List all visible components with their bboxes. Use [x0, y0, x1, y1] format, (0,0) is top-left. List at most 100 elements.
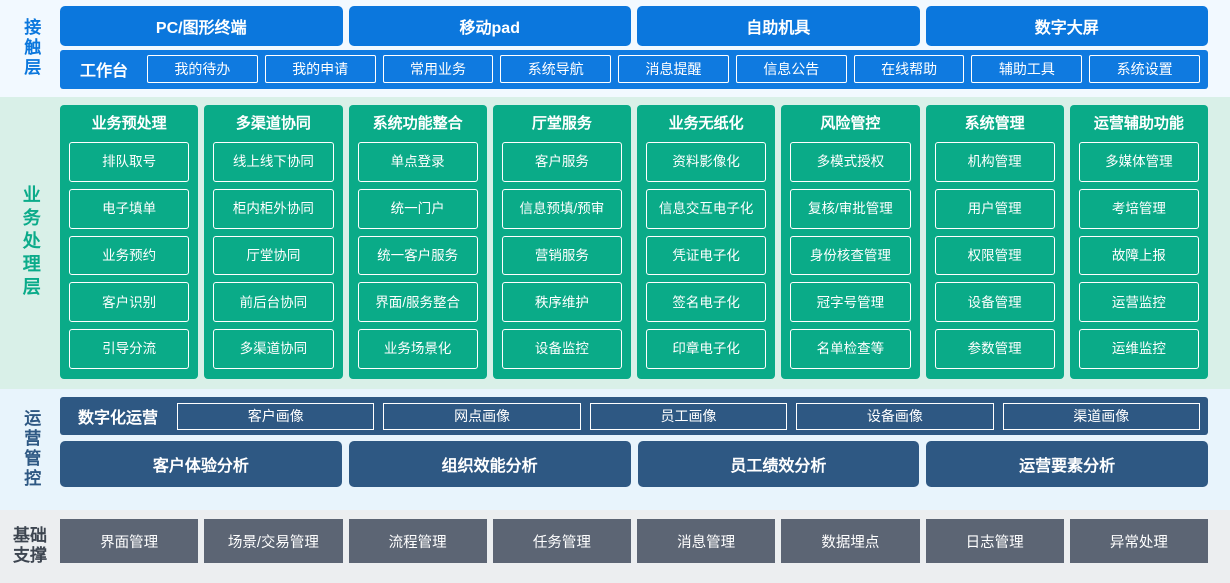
business-item[interactable]: 营销服务 — [501, 235, 622, 276]
business-item[interactable]: 业务预约 — [69, 235, 190, 276]
channel-chip-pc[interactable]: PC/图形终端 — [60, 6, 343, 46]
business-item[interactable]: 多渠道协同 — [213, 329, 334, 369]
base-support-row: 界面管理 场景/交易管理 流程管理 任务管理 消息管理 数据埋点 日志管理 异常… — [60, 519, 1208, 563]
base-support-label-line1: 基础 — [13, 526, 47, 546]
business-column-title: 系统功能整合 — [372, 115, 463, 132]
contact-layer-label: 接触层 — [0, 6, 60, 89]
business-item[interactable]: 界面/服务整合 — [357, 282, 478, 323]
base-chip-ui-management[interactable]: 界面管理 — [60, 519, 199, 563]
base-chip-message-management[interactable]: 消息管理 — [637, 519, 776, 563]
workbench-item-info-announcement[interactable]: 信息公告 — [735, 55, 847, 84]
base-chip-data-tracking[interactable]: 数据埋点 — [781, 519, 920, 563]
workbench-item-system-settings[interactable]: 系统设置 — [1089, 55, 1201, 84]
business-item[interactable]: 信息预填/预审 — [501, 188, 622, 229]
base-support-layer-body: 界面管理 场景/交易管理 流程管理 任务管理 消息管理 数据埋点 日志管理 异常… — [60, 519, 1230, 573]
business-column-lobby-service: 厅堂服务 客户服务 信息预填/预审 营销服务 秩序维护 设备监控 — [492, 105, 631, 379]
business-item[interactable]: 运维监控 — [1078, 329, 1199, 369]
analysis-chip-customer-experience[interactable]: 客户体验分析 — [60, 441, 342, 487]
business-item[interactable]: 柜内柜外协同 — [213, 188, 334, 229]
business-item[interactable]: 排队取号 — [69, 142, 190, 182]
workbench-item-message-reminder[interactable]: 消息提醒 — [618, 55, 729, 84]
base-chip-scene-transaction-management[interactable]: 场景/交易管理 — [204, 519, 343, 563]
channel-chip-mobile-pad[interactable]: 移动pad — [348, 6, 631, 46]
business-item[interactable]: 统一门户 — [357, 188, 478, 229]
base-chip-log-management[interactable]: 日志管理 — [925, 519, 1064, 563]
business-item[interactable]: 多模式授权 — [790, 142, 911, 182]
workbench-item-online-help[interactable]: 在线帮助 — [853, 55, 965, 84]
business-item[interactable]: 设备管理 — [934, 282, 1055, 323]
workbench-item-system-navigation[interactable]: 系统导航 — [500, 55, 612, 84]
channel-chip-self-service[interactable]: 自助机具 — [637, 6, 920, 46]
business-column-system-management: 系统管理 机构管理 用户管理 权限管理 设备管理 参数管理 — [925, 105, 1064, 379]
portrait-chip-channel[interactable]: 渠道画像 — [1002, 402, 1200, 430]
business-column-title: 业务无纸化 — [668, 115, 744, 132]
business-layer-label: 业务处理层 — [0, 105, 60, 379]
business-item[interactable]: 资料影像化 — [646, 142, 767, 182]
business-item[interactable]: 机构管理 — [934, 142, 1055, 182]
portrait-chip-branch[interactable]: 网点画像 — [383, 402, 581, 430]
business-item[interactable]: 客户服务 — [501, 142, 622, 182]
workbench-title: 工作台 — [80, 63, 129, 81]
digital-operations-title: 数字化运营 — [78, 410, 159, 427]
business-item[interactable]: 名单检查等 — [790, 329, 911, 369]
operations-layer: 运营管控 数字化运营 客户画像 网点画像 员工画像 设备画像 渠道画像 客户体验… — [0, 389, 1230, 510]
digital-operations-row: 数字化运营 客户画像 网点画像 员工画像 设备画像 渠道画像 — [60, 397, 1208, 435]
workbench-item-auxiliary-tools[interactable]: 辅助工具 — [971, 55, 1083, 84]
business-column-system-integration: 系统功能整合 单点登录 统一门户 统一客户服务 界面/服务整合 业务场景化 — [348, 105, 487, 379]
business-item[interactable]: 秩序维护 — [501, 282, 622, 323]
business-item[interactable]: 电子填单 — [69, 188, 190, 229]
business-column-operations-support: 运营辅助功能 多媒体管理 考培管理 故障上报 运营监控 运维监控 — [1069, 105, 1208, 379]
analysis-chip-operation-factors[interactable]: 运营要素分析 — [926, 441, 1208, 487]
base-chip-exception-handling[interactable]: 异常处理 — [1069, 519, 1208, 563]
business-item[interactable]: 用户管理 — [934, 188, 1055, 229]
business-item[interactable]: 多媒体管理 — [1078, 142, 1199, 182]
base-chip-process-management[interactable]: 流程管理 — [348, 519, 487, 563]
business-column-title: 业务预处理 — [91, 115, 167, 132]
analysis-chip-employee-performance[interactable]: 员工绩效分析 — [637, 441, 920, 487]
analysis-row: 客户体验分析 组织效能分析 员工绩效分析 运营要素分析 — [60, 441, 1208, 487]
business-item[interactable]: 故障上报 — [1078, 235, 1199, 276]
business-item[interactable]: 考培管理 — [1078, 188, 1199, 229]
business-item[interactable]: 统一客户服务 — [357, 235, 478, 276]
workbench-item-my-application[interactable]: 我的申请 — [264, 55, 376, 84]
workbench-item-my-todo[interactable]: 我的待办 — [147, 55, 258, 84]
business-column-multichannel: 多渠道协同 线上线下协同 柜内柜外协同 厅堂协同 前后台协同 多渠道协同 — [204, 105, 343, 379]
business-column-title: 厅堂服务 — [531, 115, 592, 132]
business-item[interactable]: 权限管理 — [934, 235, 1055, 276]
business-item[interactable]: 复核/审批管理 — [790, 188, 911, 229]
business-item[interactable]: 设备监控 — [501, 329, 622, 369]
business-item[interactable]: 厅堂协同 — [213, 235, 334, 276]
business-item[interactable]: 业务场景化 — [357, 329, 478, 369]
business-item[interactable]: 凭证电子化 — [646, 235, 767, 276]
base-support-layer: 基础 支撑 界面管理 场景/交易管理 流程管理 任务管理 消息管理 数据埋点 日… — [0, 510, 1230, 583]
business-item[interactable]: 签名电子化 — [646, 282, 767, 323]
portrait-chip-employee[interactable]: 员工画像 — [589, 402, 788, 430]
portrait-chip-customer[interactable]: 客户画像 — [177, 402, 375, 430]
workbench-row: 工作台 我的待办 我的申请 常用业务 系统导航 消息提醒 信息公告 在线帮助 辅… — [60, 49, 1208, 89]
analysis-chip-organization-efficiency[interactable]: 组织效能分析 — [348, 441, 631, 487]
business-layer: 业务处理层 业务预处理 排队取号 电子填单 业务预约 客户识别 引导分流 多渠道… — [0, 97, 1230, 389]
business-item[interactable]: 单点登录 — [357, 142, 478, 182]
business-item[interactable]: 引导分流 — [69, 329, 190, 369]
business-item[interactable]: 线上线下协同 — [213, 142, 334, 182]
operations-layer-label: 运营管控 — [0, 397, 60, 500]
channel-chip-digital-screen[interactable]: 数字大屏 — [925, 6, 1208, 46]
business-item[interactable]: 前后台协同 — [213, 282, 334, 323]
business-column-preprocessing: 业务预处理 排队取号 电子填单 业务预约 客户识别 引导分流 — [60, 105, 199, 379]
business-item[interactable]: 运营监控 — [1078, 282, 1199, 323]
business-item[interactable]: 客户识别 — [69, 282, 190, 323]
base-chip-task-management[interactable]: 任务管理 — [492, 519, 631, 563]
business-item[interactable]: 信息交互电子化 — [646, 188, 767, 229]
business-item[interactable]: 冠字号管理 — [790, 282, 911, 323]
business-item[interactable]: 印章电子化 — [646, 329, 767, 369]
business-column-title: 多渠道协同 — [235, 115, 311, 132]
workbench-item-common-business[interactable]: 常用业务 — [382, 55, 494, 84]
business-item[interactable]: 参数管理 — [934, 329, 1055, 369]
base-support-layer-label: 基础 支撑 — [0, 519, 60, 573]
business-column-risk-control: 风险管控 多模式授权 复核/审批管理 身份核查管理 冠字号管理 名单检查等 — [781, 105, 920, 379]
base-support-label-line2: 支撑 — [13, 546, 47, 565]
portrait-chip-device[interactable]: 设备画像 — [796, 402, 994, 430]
business-column-title: 运营辅助功能 — [1093, 115, 1184, 132]
business-item[interactable]: 身份核查管理 — [790, 235, 911, 276]
